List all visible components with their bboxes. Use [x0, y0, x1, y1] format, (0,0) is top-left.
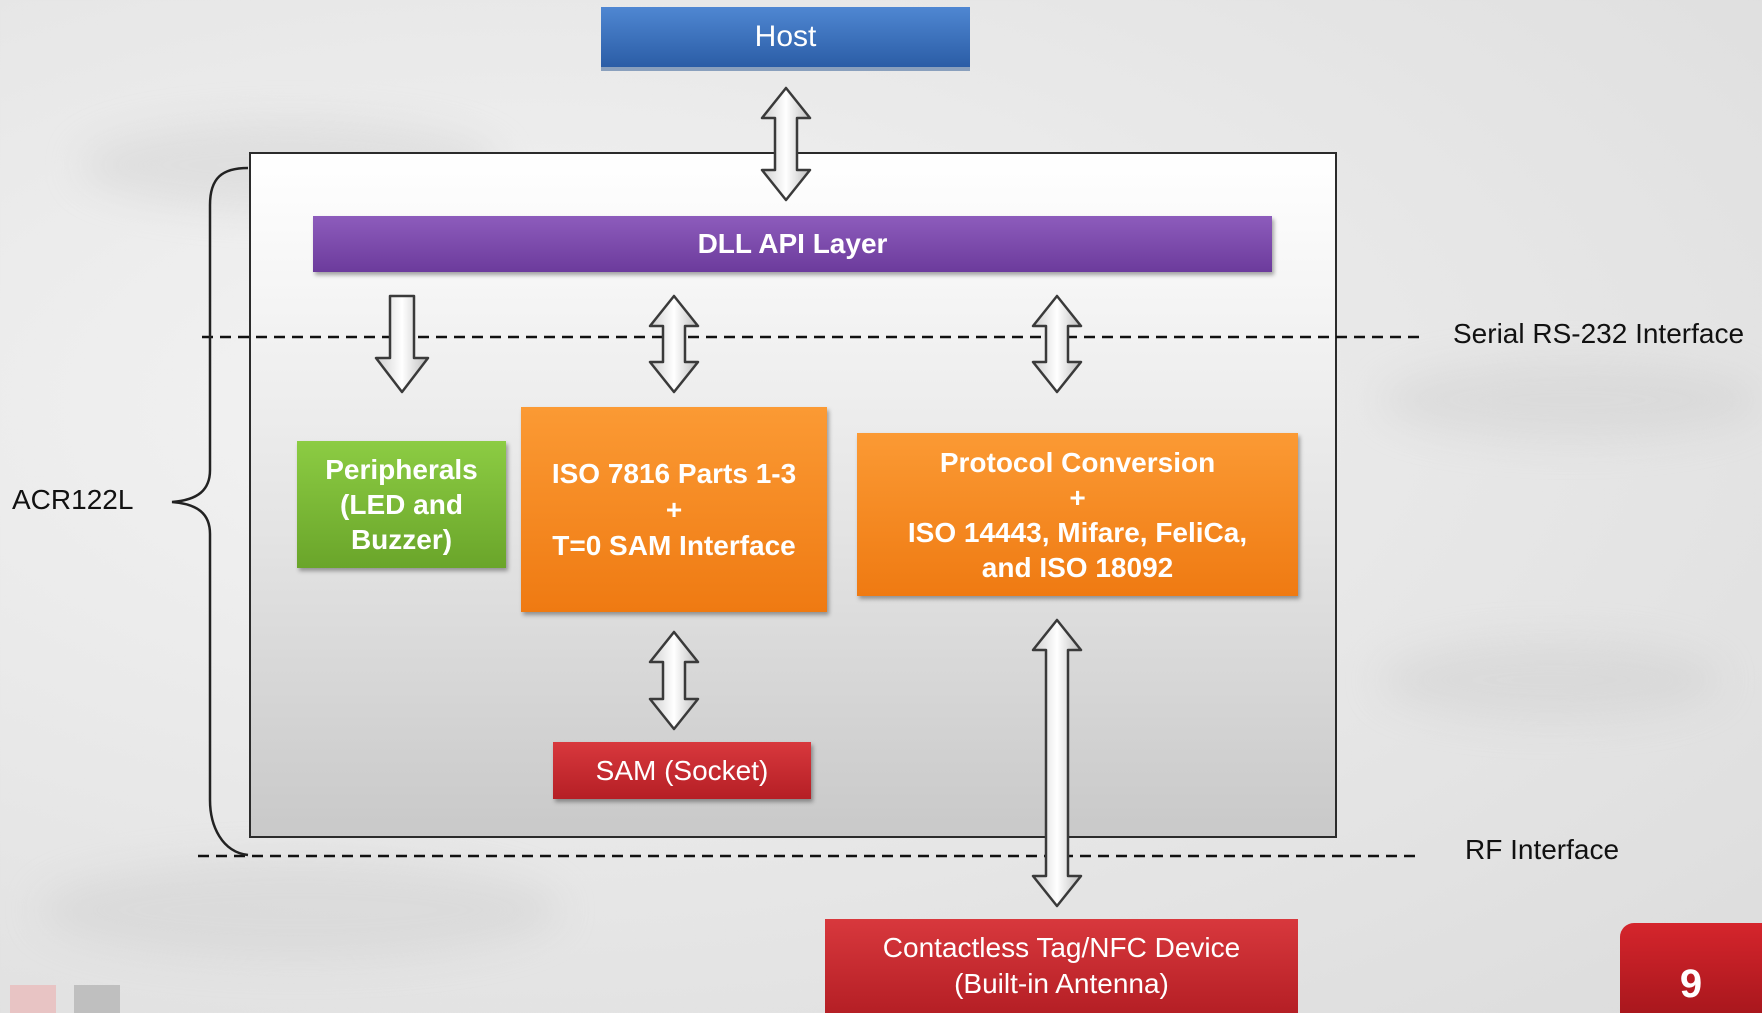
footer-square	[74, 985, 120, 1013]
protocol-double-arrow	[1031, 294, 1083, 394]
acr122l-label: ACR122L	[12, 484, 134, 515]
rf-double-arrow	[1031, 618, 1083, 908]
background-cloud	[40, 860, 560, 960]
sam-double-arrow	[648, 630, 700, 731]
acr122l-brace	[171, 166, 249, 857]
dll-api-layer-box: DLL API Layer	[313, 216, 1272, 272]
background-cloud	[1380, 360, 1760, 440]
peripherals-box: Peripherals (LED and Buzzer)	[297, 441, 506, 568]
protocol-conversion-box: Protocol Conversion + ISO 14443, Mifare,…	[857, 433, 1298, 596]
contactless-device-box: Contactless Tag/NFC Device (Built-in Ant…	[825, 919, 1298, 1013]
peripherals-down-arrow	[374, 294, 430, 394]
host-double-arrow	[760, 86, 812, 202]
serial-interface-label: Serial RS-232 Interface	[1453, 318, 1745, 349]
background-cloud	[1380, 640, 1720, 720]
rf-interface-label: RF Interface	[1465, 834, 1620, 865]
sam-socket-box: SAM (Socket)	[553, 742, 811, 799]
iso7816-box: ISO 7816 Parts 1-3 + T=0 SAM Interface	[521, 407, 827, 612]
host-box: Host	[601, 7, 970, 71]
page-number: 9	[1620, 923, 1762, 1013]
iso7816-double-arrow	[648, 294, 700, 394]
footer-square	[10, 985, 56, 1013]
